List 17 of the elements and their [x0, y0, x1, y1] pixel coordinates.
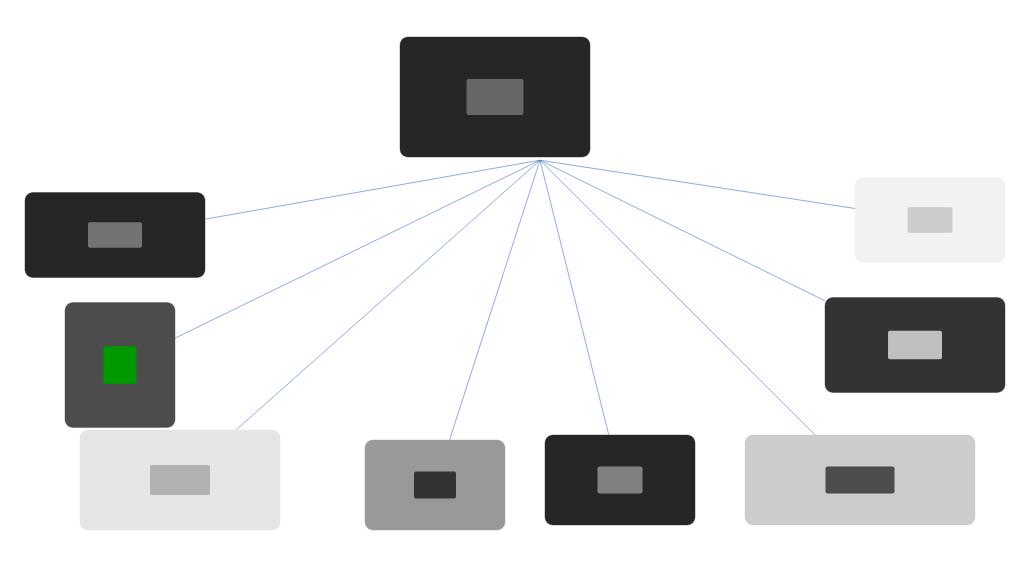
connector-line	[539, 159, 856, 209]
connector-line	[539, 159, 826, 302]
power-bank-drawing	[399, 36, 591, 158]
connector-line	[449, 159, 541, 441]
cpap-device-drawing	[824, 297, 1006, 393]
cpap-device-drawing	[544, 434, 696, 526]
connector-line	[539, 159, 610, 436]
cpap-device-drawing	[24, 192, 206, 278]
cpap-device-drawing	[854, 177, 1006, 263]
connector-line	[235, 159, 541, 431]
connector-line	[539, 159, 816, 436]
connector-line	[174, 159, 541, 339]
cpap-device-drawing	[64, 302, 176, 428]
cpap-device-drawing	[364, 439, 506, 531]
cpap-device-drawing	[79, 429, 281, 531]
connector-line	[204, 159, 541, 220]
cpap-device-drawing	[744, 434, 976, 526]
